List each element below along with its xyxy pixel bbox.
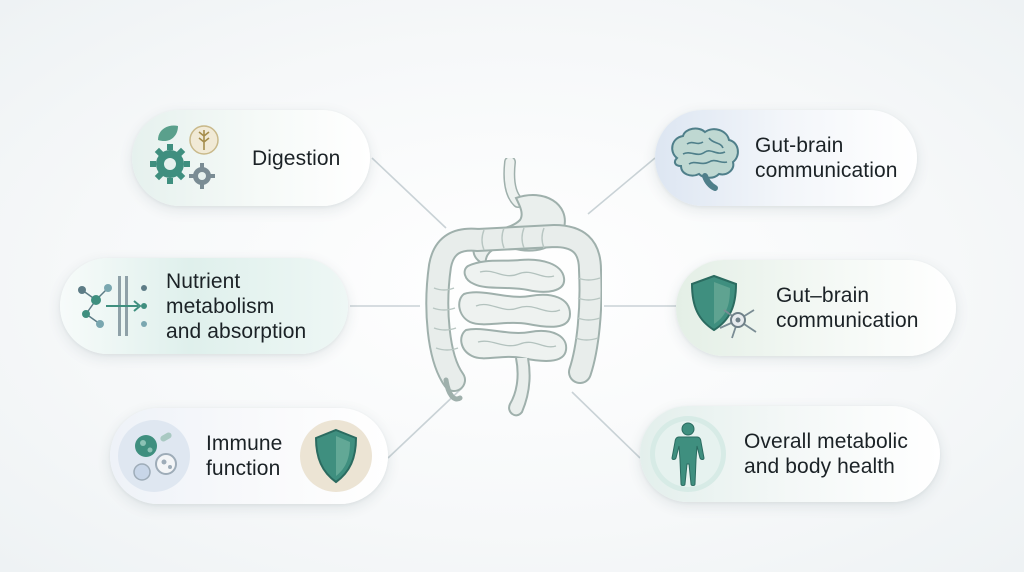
brain-icon — [671, 127, 739, 191]
label-line: Digestion — [252, 146, 341, 170]
microbes-icon — [118, 420, 190, 492]
node-label: Digestion — [252, 146, 340, 171]
node-label: Nutrient metabolism and absorption — [166, 269, 306, 344]
node-overall-health: Overall metabolic and body health — [640, 406, 940, 502]
label-line: communication — [755, 159, 898, 182]
label-line: and body health — [744, 455, 895, 478]
label-line: function — [206, 457, 281, 480]
connector-gut-brain-1 — [587, 157, 656, 215]
label-line: Overall metabolic — [744, 430, 908, 453]
connector-immune — [387, 387, 463, 459]
connector-digestion — [371, 157, 447, 229]
gears-leaf-icon — [150, 125, 219, 189]
label-line: metabolism — [166, 294, 275, 318]
label-line: Nutrient — [166, 269, 241, 293]
node-gut-brain-communication: Gut-brain communication — [655, 110, 917, 206]
node-label: Immune function — [206, 431, 282, 481]
node-label: Overall metabolic and body health — [744, 429, 908, 479]
label-line: and absorption — [166, 319, 307, 343]
node-label: Gut–brain communication — [776, 283, 919, 333]
connector-health — [571, 391, 641, 459]
shield-neuron-icon — [690, 274, 757, 339]
shield-icon — [300, 420, 373, 492]
node-digestion: Digestion — [132, 110, 370, 206]
node-gut-brain-communication-2: Gut–brain communication — [676, 260, 956, 356]
label-line: communication — [776, 309, 919, 332]
node-label: Gut-brain communication — [755, 133, 898, 183]
node-immune-function: Immune function — [110, 408, 388, 504]
digestive-tract-icon — [425, 158, 602, 417]
label-line: Gut-brain — [755, 134, 844, 157]
human-body-icon — [650, 416, 726, 492]
label-line: Gut–brain — [776, 284, 870, 307]
molecule-membrane-icon — [78, 276, 147, 336]
node-nutrient-metabolism: Nutrient metabolism and absorption — [60, 258, 348, 354]
label-line: Immune — [206, 432, 283, 455]
